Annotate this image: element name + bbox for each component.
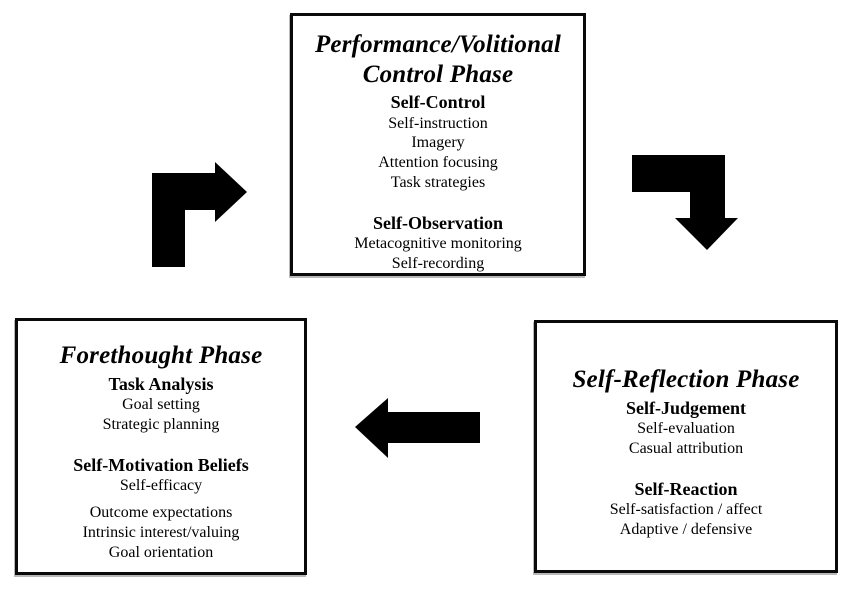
list-item: Self-satisfaction / affect <box>609 501 763 519</box>
performance-phase-title-line2: Control Phase <box>362 60 514 88</box>
self-judgement-section: Self-Judgement Self-evaluation Casual at… <box>537 397 835 459</box>
arrow-reflection-to-forethought-icon <box>355 398 481 458</box>
list-item: Imagery <box>411 134 465 152</box>
performance-phase-box: Performance/Volitional Control Phase Sel… <box>290 13 586 276</box>
self-reaction-section: Self-Reaction Self-satisfaction / affect… <box>537 478 835 540</box>
self-motivation-beliefs-heading: Self-Motivation Beliefs <box>73 454 249 475</box>
performance-phase-title: Performance/Volitional Control Phase <box>293 30 583 89</box>
list-item: Self-instruction <box>388 114 488 132</box>
arrow-forethought-to-performance-icon <box>148 158 250 270</box>
list-item: Metacognitive monitoring <box>354 235 522 253</box>
self-observation-section: Self-Observation Metacognitive monitorin… <box>293 212 583 274</box>
forethought-phase-box: Forethought Phase Task Analysis Goal set… <box>15 318 307 575</box>
list-item: Self-recording <box>391 255 485 273</box>
list-item: Casual attribution <box>628 439 744 457</box>
list-item: Self-efficacy <box>119 477 203 495</box>
self-reflection-phase-box: Self-Reflection Phase Self-Judgement Sel… <box>534 320 838 573</box>
self-control-section: Self-Control Self-instruction Imagery At… <box>293 91 583 193</box>
self-reflection-phase-title: Self-Reflection Phase <box>572 366 800 393</box>
arrow-performance-to-reflection-icon <box>632 155 740 252</box>
forethought-phase-title: Forethought Phase <box>59 342 263 369</box>
list-item: Goal setting <box>122 396 200 413</box>
list-item: Task strategies <box>390 173 486 191</box>
task-analysis-heading: Task Analysis <box>108 373 214 394</box>
self-motivation-beliefs-section: Self-Motivation Beliefs Self-efficacy Ou… <box>18 454 304 563</box>
list-item: Self-evaluation <box>637 420 735 437</box>
task-analysis-section: Task Analysis Goal setting Strategic pla… <box>18 373 304 435</box>
list-item: Attention focusing <box>378 154 498 172</box>
self-control-heading: Self-Control <box>390 92 486 112</box>
self-observation-heading: Self-Observation <box>373 212 503 233</box>
list-item: Goal orientation <box>108 543 214 561</box>
performance-phase-title-line1: Performance/Volitional <box>314 31 562 58</box>
list-item: Intrinsic interest/valuing <box>82 523 240 541</box>
list-item: Adaptive / defensive <box>619 520 753 538</box>
list-item: Outcome expectations <box>89 503 233 521</box>
self-reaction-heading: Self-Reaction <box>634 478 738 499</box>
self-judgement-heading: Self-Judgement <box>626 397 746 418</box>
list-item: Strategic planning <box>102 415 220 433</box>
